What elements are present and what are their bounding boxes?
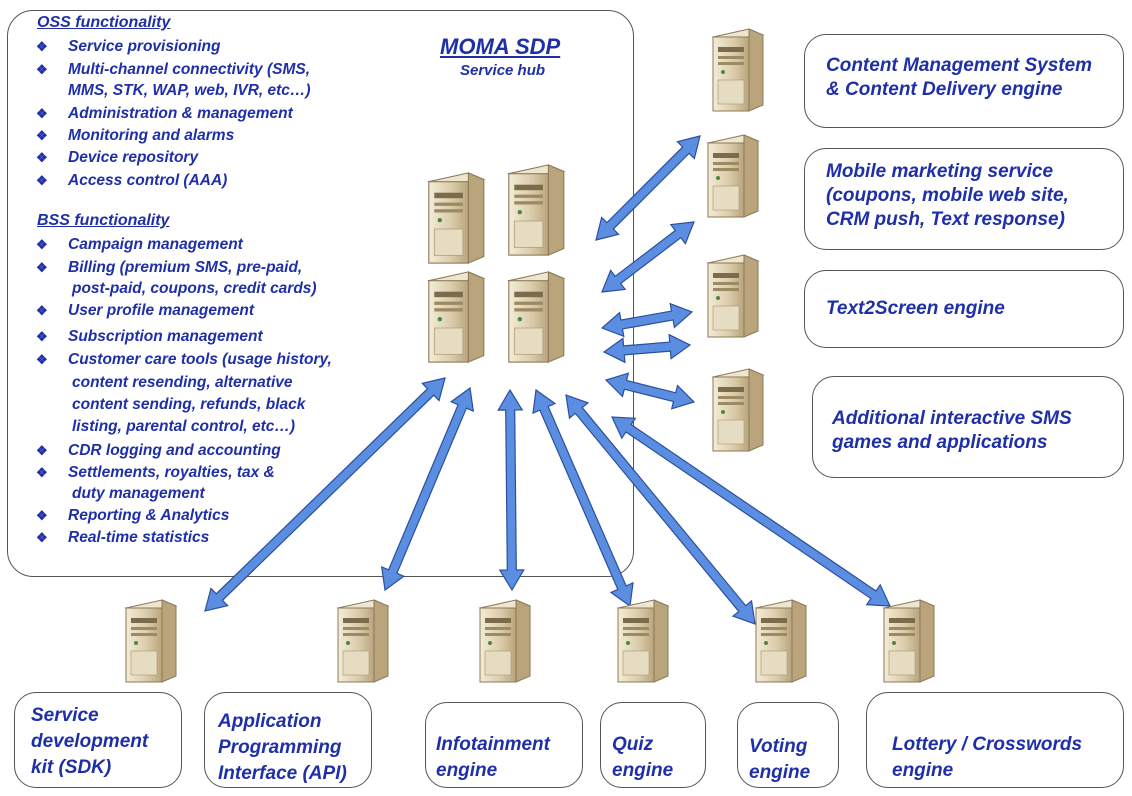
connection-arrow [604,372,696,410]
cms-label: Content Management System& Content Deliv… [826,55,1093,100]
server-icon [508,164,565,256]
bss-heading: BSS functionality [37,212,170,229]
quiz-box [600,702,706,788]
server-icon [479,599,531,683]
bss-item: duty management [72,485,205,502]
api-box [204,692,372,788]
server-icon [755,599,807,683]
bss-item: content sending, refunds, black [72,396,306,413]
bss-item: ❖CDR logging and accounting [36,442,281,459]
voting-box [737,702,839,788]
connection-arrow [602,333,692,364]
connection-arrow [204,377,446,612]
bss-item: ❖Real-time statistics [36,529,210,546]
mobile-marketing-box [804,148,1124,250]
bss-item: content resending, alternative [72,374,293,391]
bss-item: ❖Reporting & Analytics [36,507,230,524]
bss-item: ❖Billing (premium SMS, pre-paid, [36,259,303,276]
oss-item: MMS, STK, WAP, web, IVR, etc…) [68,82,311,99]
bss-item: ❖Campaign management [36,236,243,253]
oss-item: ❖Monitoring and alarms [36,127,235,144]
connection-arrow [600,302,694,338]
mobile-marketing-label: Mobile marketing service(coupons, mobile… [826,161,1069,230]
text2screen-box [804,270,1124,348]
oss-item: ❖Device repository [36,149,199,166]
cms-box [804,34,1124,128]
hub-title: MOMA SDP [440,34,561,59]
text2screen-label: Text2Screen engine [826,298,1005,319]
server-icon [712,28,764,112]
oss-heading: OSS functionality [37,14,171,31]
connection-arrow [565,394,756,625]
bss-item: listing, parental control, etc…) [72,418,296,435]
server-icon [617,599,669,683]
connection-arrow [497,388,525,592]
server-icon [883,599,935,683]
server-icon [712,368,764,452]
bss-item: ❖Settlements, royalties, tax & [36,464,275,481]
bss-item: ❖Subscription management [36,328,263,345]
oss-item: ❖Service provisioning [36,38,221,55]
oss-item: ❖Multi-channel connectivity (SMS, [36,61,310,78]
server-icon [428,271,485,363]
hub-subtitle: Service hub [460,62,546,79]
bss-item: ❖Customer care tools (usage history, [36,351,332,368]
server-icon [508,271,565,363]
oss-item: ❖Administration & management [36,105,293,122]
connection-arrow [611,416,891,607]
oss-item: ❖Access control (AAA) [36,172,228,189]
connection-arrow [595,135,701,241]
server-icon [707,134,759,218]
bss-item: ❖User profile management [36,302,255,319]
lottery-box [866,692,1124,788]
bss-item: post-paid, coupons, credit cards) [72,280,317,297]
infotainment-box [425,702,583,788]
connection-arrow [380,386,475,592]
server-icon [125,599,177,683]
sms-games-box [812,376,1124,478]
server-icon [707,254,759,338]
server-icon [337,599,389,683]
server-icon [428,172,485,264]
connection-arrow [601,221,695,293]
sdk-box [14,692,182,788]
